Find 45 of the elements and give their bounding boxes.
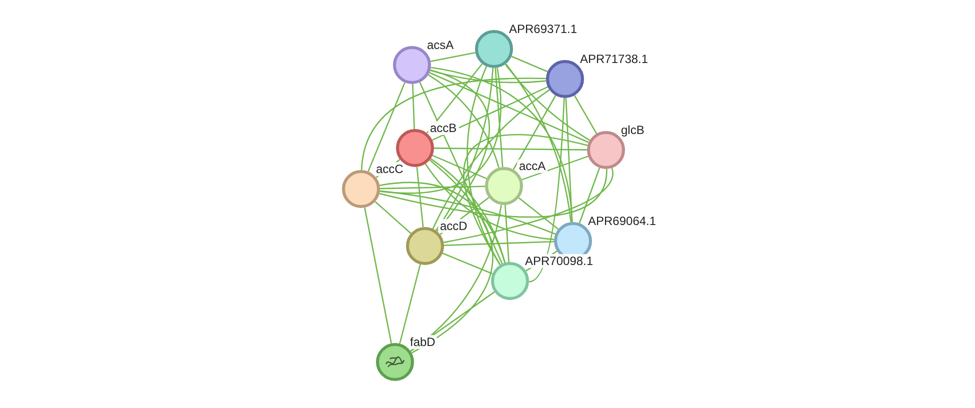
- interaction-line: [380, 68, 502, 194]
- node-label: fabD: [408, 335, 438, 349]
- interaction-line: [412, 84, 415, 130]
- node-label: accC: [374, 162, 406, 176]
- interaction-line: [565, 98, 573, 222]
- interaction-line: [430, 52, 476, 62]
- interaction-line: [511, 56, 548, 72]
- interaction-line: [444, 168, 614, 244]
- interaction-line: [505, 63, 572, 222]
- interaction-line: [410, 204, 502, 352]
- node-label: accD: [438, 219, 470, 233]
- interaction-line: [432, 89, 550, 229]
- interaction-line: [578, 168, 600, 224]
- interaction-line: [430, 158, 506, 263]
- node-label: accB: [428, 121, 459, 135]
- interaction-line: [399, 264, 421, 344]
- interaction-line: [432, 154, 487, 180]
- interaction-line: [504, 204, 510, 262]
- interaction-line: [518, 197, 559, 230]
- interaction-line: [368, 82, 406, 172]
- node-label: APR69064.1: [586, 214, 658, 228]
- node-label: APR69371.1: [507, 22, 580, 36]
- node-label: acsA: [425, 38, 456, 52]
- interaction-line: [364, 208, 392, 344]
- node-label: accA: [517, 159, 548, 173]
- interaction-line: [430, 66, 573, 222]
- interaction-line: [380, 186, 486, 190]
- interaction-line: [416, 166, 424, 228]
- interaction-line: [522, 156, 588, 180]
- interaction-line: [494, 68, 504, 168]
- node-label: APR71738.1: [578, 52, 650, 66]
- interaction-line: [374, 201, 412, 234]
- interaction-line: [434, 148, 587, 150]
- interaction-line: [430, 70, 546, 84]
- interaction-line: [442, 252, 493, 274]
- interaction-line: [380, 182, 506, 263]
- interaction-line: [429, 72, 589, 143]
- interaction-line: [419, 82, 503, 264]
- node-label: APR70098.1: [523, 254, 596, 268]
- interaction-line: [360, 78, 546, 170]
- interaction-line: [380, 190, 556, 235]
- interaction-line: [444, 241, 554, 246]
- interaction-line: [379, 168, 608, 218]
- node-label: glcB: [619, 123, 646, 137]
- interaction-line: [528, 98, 565, 282]
